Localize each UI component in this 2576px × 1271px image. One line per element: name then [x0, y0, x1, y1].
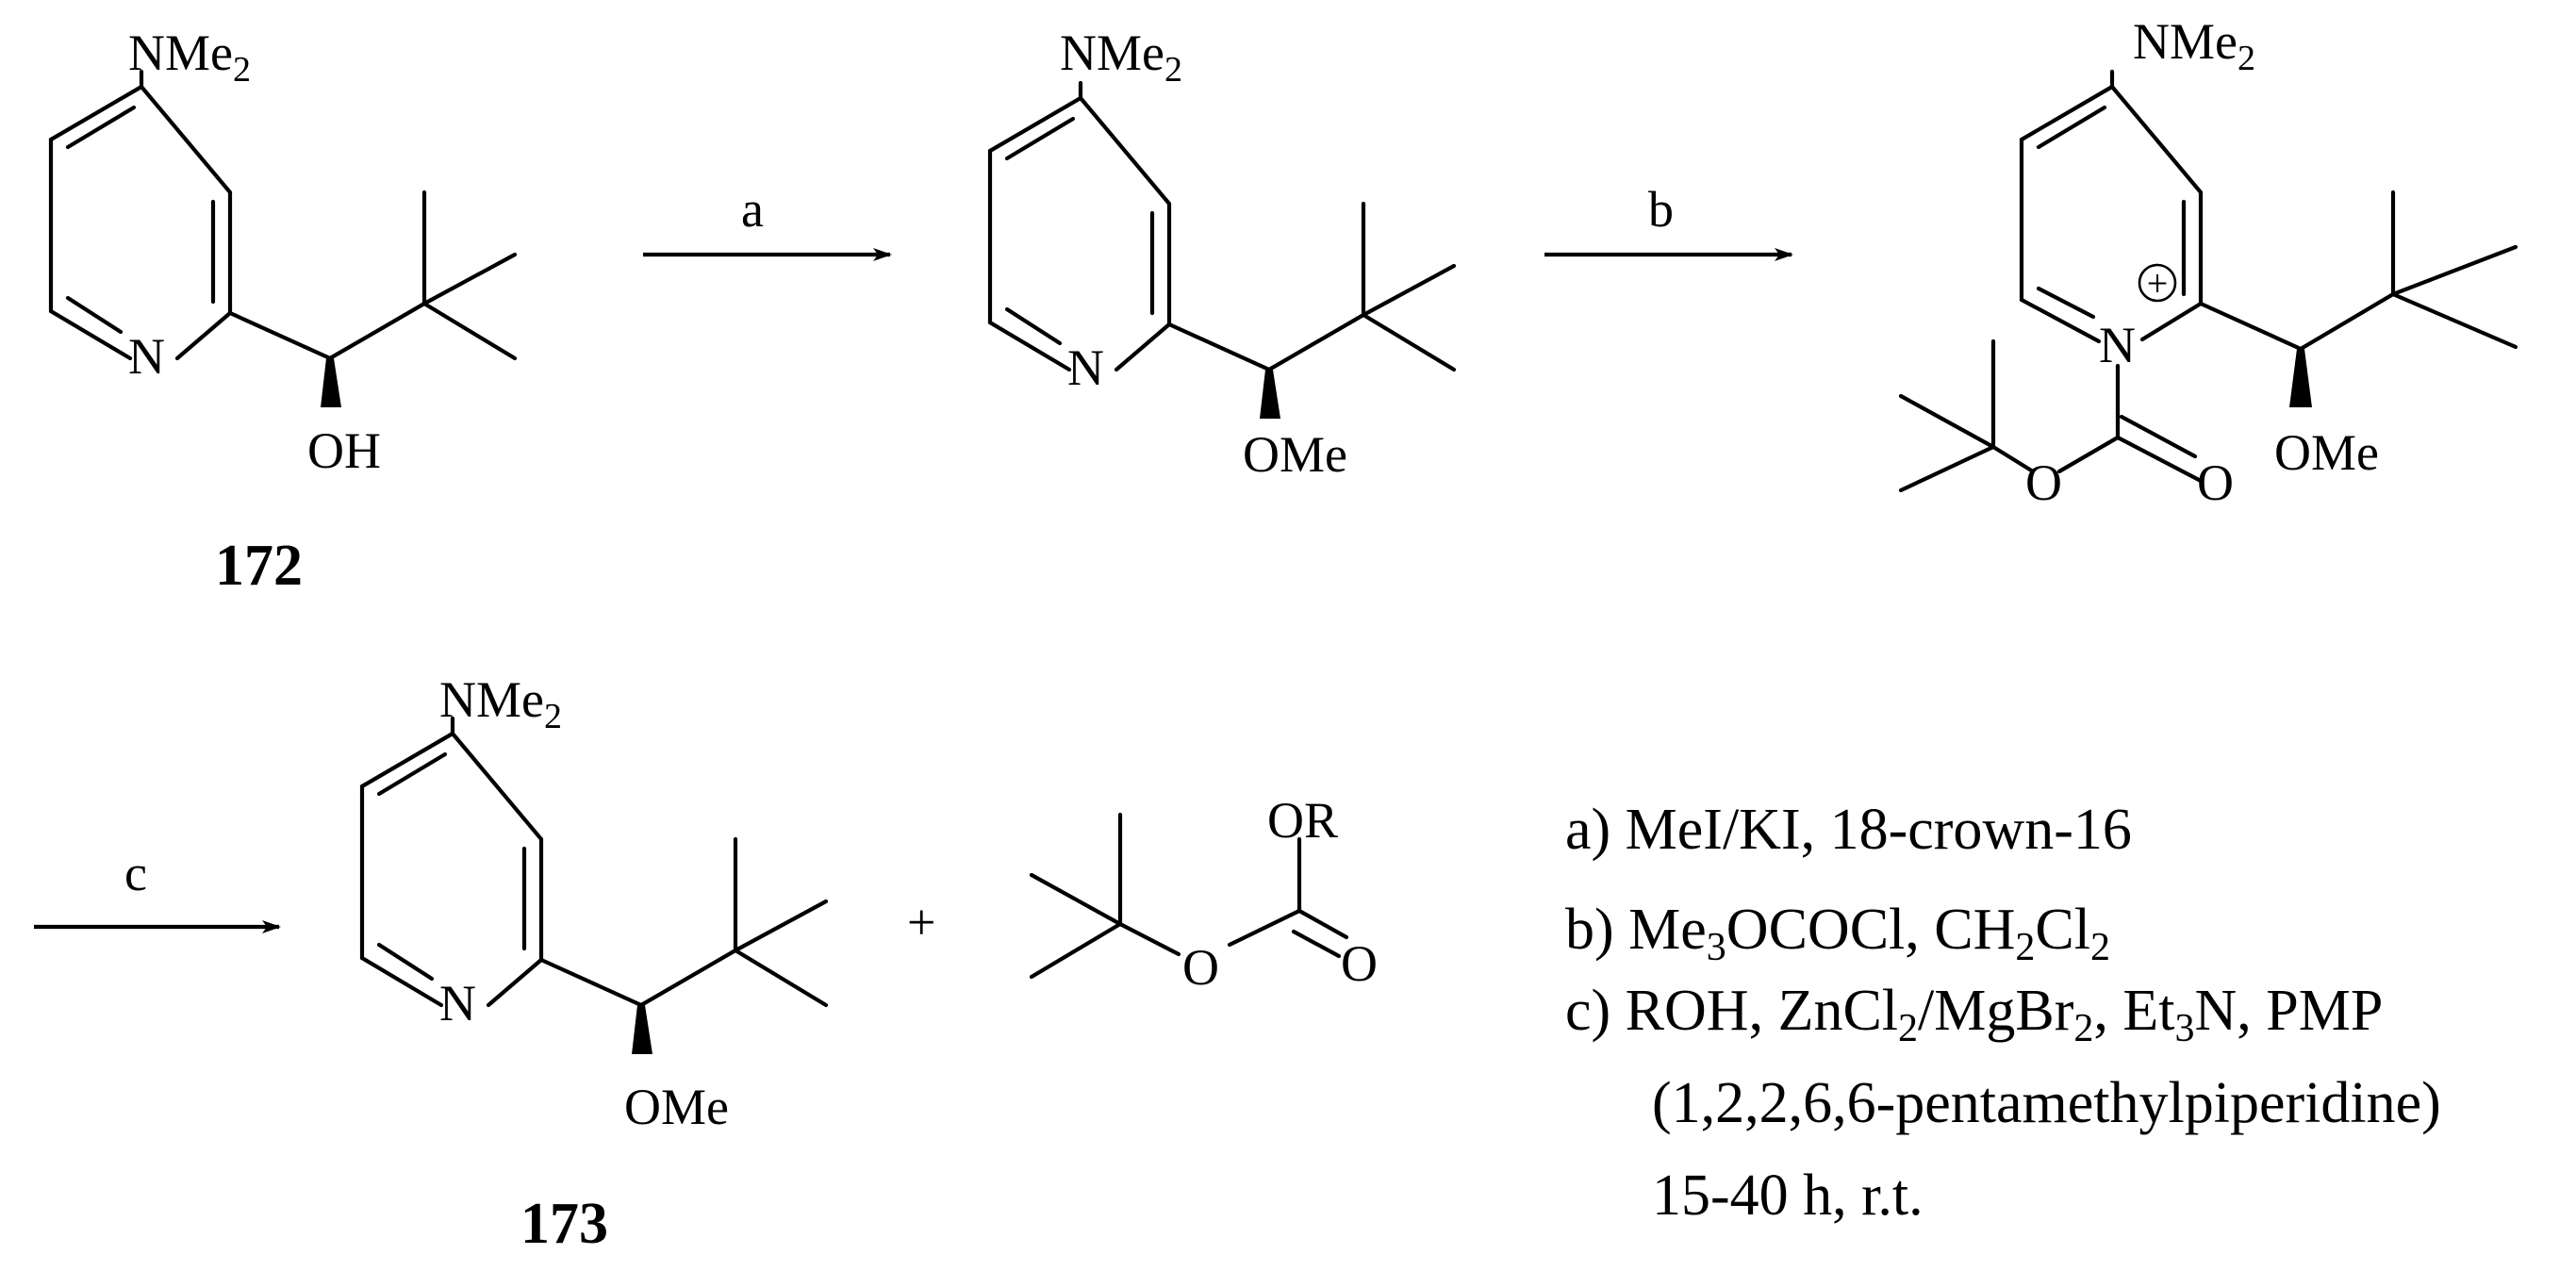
wedge-bond: [632, 1005, 652, 1054]
tert-butyl-bonds: [1898, 338, 2036, 493]
wedge-bond: [2289, 349, 2312, 407]
carbamate-bonds: [2056, 363, 2204, 484]
molecule-172: NMe2 N OH 172: [48, 25, 518, 598]
atom-nme2: NMe2: [1060, 25, 1182, 90]
atom-ome: OMe: [1243, 426, 1347, 483]
wedge-bond: [1260, 370, 1280, 419]
atom-o-ester: O: [1182, 939, 1219, 996]
charge-plus: +: [2147, 262, 2169, 305]
condition-a: a) MeI/KI, 18-crown-16: [1565, 798, 2132, 862]
compound-label-172: 172: [215, 534, 303, 598]
condition-c: c) ROH, ZnCl2/MgBr2, Et3N, PMP: [1565, 979, 2383, 1050]
atom-n: N: [1067, 339, 1104, 396]
molecule-acylpyridinium: + NMe2 N OMe O O: [1898, 13, 2518, 511]
wedge-bond: [321, 358, 341, 407]
arrow-a: a: [643, 181, 892, 261]
pyridine-ring: [48, 84, 233, 361]
condition-c-line3: 15-40 h, r.t.: [1652, 1164, 1924, 1228]
molecule-173: NMe2 N OMe 173: [359, 671, 829, 1256]
side-chain: [227, 190, 518, 361]
side-chain: [2198, 190, 2518, 352]
atom-oh: OH: [307, 422, 381, 479]
pyridine-ring: [987, 95, 1172, 372]
atom-nme2: NMe2: [439, 671, 562, 736]
tert-butyl-bonds: [1029, 812, 1181, 980]
arrow-b: b: [1544, 181, 1793, 261]
atom-n: N: [439, 975, 476, 1032]
arrow-c: c: [34, 845, 281, 933]
atom-n: N: [128, 328, 165, 385]
molecule-carbonate: O OR O: [1029, 792, 1378, 996]
atom-nme2: NMe2: [2133, 13, 2255, 78]
atom-ome: OMe: [624, 1079, 729, 1135]
atom-ome: OMe: [2274, 424, 2379, 481]
reaction-conditions: a) MeI/KI, 18-crown-16 b) Me3OCOCl, CH2C…: [1565, 798, 2441, 1228]
atom-nme2: NMe2: [128, 25, 251, 90]
carbonate-bonds: [1227, 836, 1349, 959]
arrow-c-label: c: [124, 845, 147, 901]
side-chain: [538, 836, 829, 1008]
arrow-a-label: a: [741, 181, 764, 238]
condition-b: b) Me3OCOCl, CH2Cl2: [1565, 898, 2110, 969]
positive-charge: [2138, 263, 2177, 303]
compound-label-173: 173: [520, 1192, 608, 1256]
condition-c-line2: (1,2,2,6,6-pentamethylpiperidine): [1652, 1071, 2441, 1135]
pyridinium-ring: [2019, 84, 2204, 344]
arrow-b-label: b: [1648, 181, 1674, 238]
pyridine-ring: [359, 731, 544, 1008]
atom-o-ester: O: [2025, 454, 2062, 511]
molecule-methyl-ether: NMe2 N OMe: [987, 25, 1457, 483]
plus-sign: +: [907, 894, 935, 950]
atom-o-carbonyl: O: [1341, 935, 1378, 992]
atom-o-carbonyl: O: [2197, 454, 2234, 511]
atom-n-plus: N: [2099, 317, 2136, 373]
side-chain: [1166, 201, 1457, 372]
atom-or: OR: [1267, 792, 1338, 849]
